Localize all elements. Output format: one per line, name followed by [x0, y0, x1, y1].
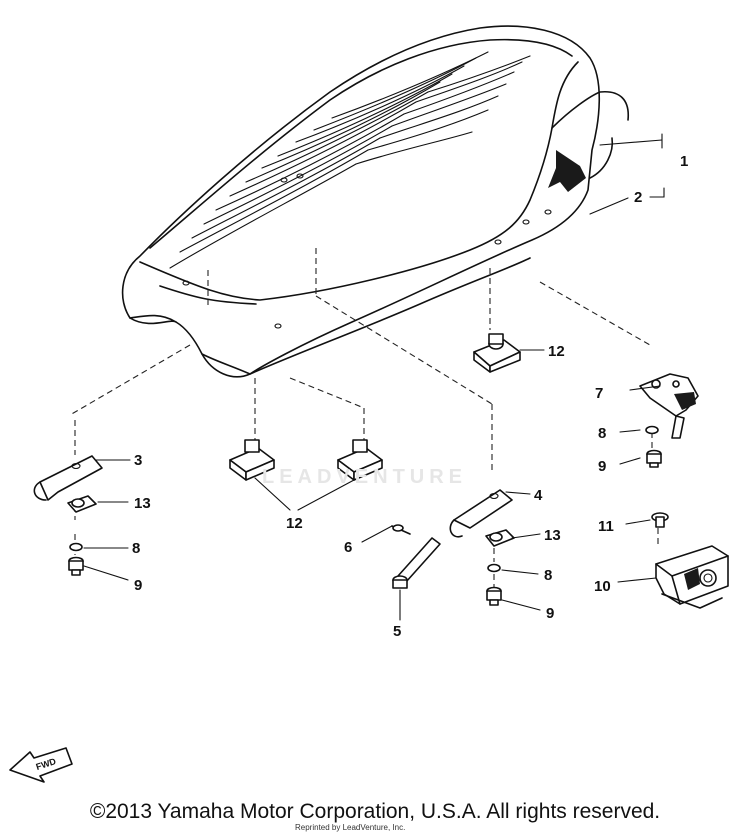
callout-2: 2 [634, 189, 642, 206]
callout-3: 3 [134, 452, 142, 469]
callout-5: 5 [393, 623, 401, 640]
bolt-9-lock [646, 449, 662, 468]
damper-left-2 [337, 439, 383, 481]
bracket-4 [449, 489, 513, 538]
lock-assy-10 [655, 545, 729, 609]
bolt-9-left [68, 556, 84, 576]
copyright-notice: ©2013 Yamaha Motor Corporation, U.S.A. A… [89, 800, 661, 823]
washer-8-right [487, 563, 501, 573]
watermark-text: LEADVENTURE [262, 466, 468, 488]
callout-9-left: 9 [134, 577, 142, 594]
bracket-3 [33, 455, 103, 501]
callout-8-lock: 8 [598, 425, 606, 442]
callout-6: 6 [344, 539, 352, 556]
collar-13-right [485, 529, 515, 547]
callout-11: 11 [598, 518, 614, 535]
callout-8-left: 8 [132, 540, 140, 557]
callout-7: 7 [595, 385, 603, 402]
callout-4: 4 [534, 487, 543, 504]
callout-12-left: 12 [286, 515, 303, 532]
damper-right [473, 333, 521, 373]
callout-13-left: 13 [134, 495, 151, 512]
reprint-note: Reprinted by LeadVenture, Inc. [295, 823, 406, 832]
callout-8-right: 8 [544, 567, 552, 584]
callout-leaders [83, 133, 665, 621]
callout-12-right: 12 [548, 343, 565, 360]
washer-8-left [69, 542, 83, 552]
screw-11 [651, 512, 669, 528]
projection-lines [69, 248, 659, 588]
callout-9-right: 9 [546, 605, 554, 622]
washer-8-lock [645, 425, 659, 435]
fwd-arrow-icon: FWD [9, 747, 73, 783]
seat-lock-7 [639, 373, 699, 439]
callout-10: 10 [594, 578, 611, 595]
collar-13-left [67, 495, 97, 513]
shaft-5 [392, 537, 441, 589]
cotter-pin-6 [391, 524, 411, 535]
callout-9-lock: 9 [598, 458, 606, 475]
damper-left-1 [229, 439, 275, 481]
seat-assembly [121, 25, 629, 378]
callout-numbers: 1 2 3 4 5 6 7 8 8 8 9 9 9 10 11 12 12 13… [132, 153, 688, 640]
bolt-9-right [486, 586, 502, 606]
callout-1: 1 [680, 153, 688, 170]
callout-13-right: 13 [544, 527, 561, 544]
